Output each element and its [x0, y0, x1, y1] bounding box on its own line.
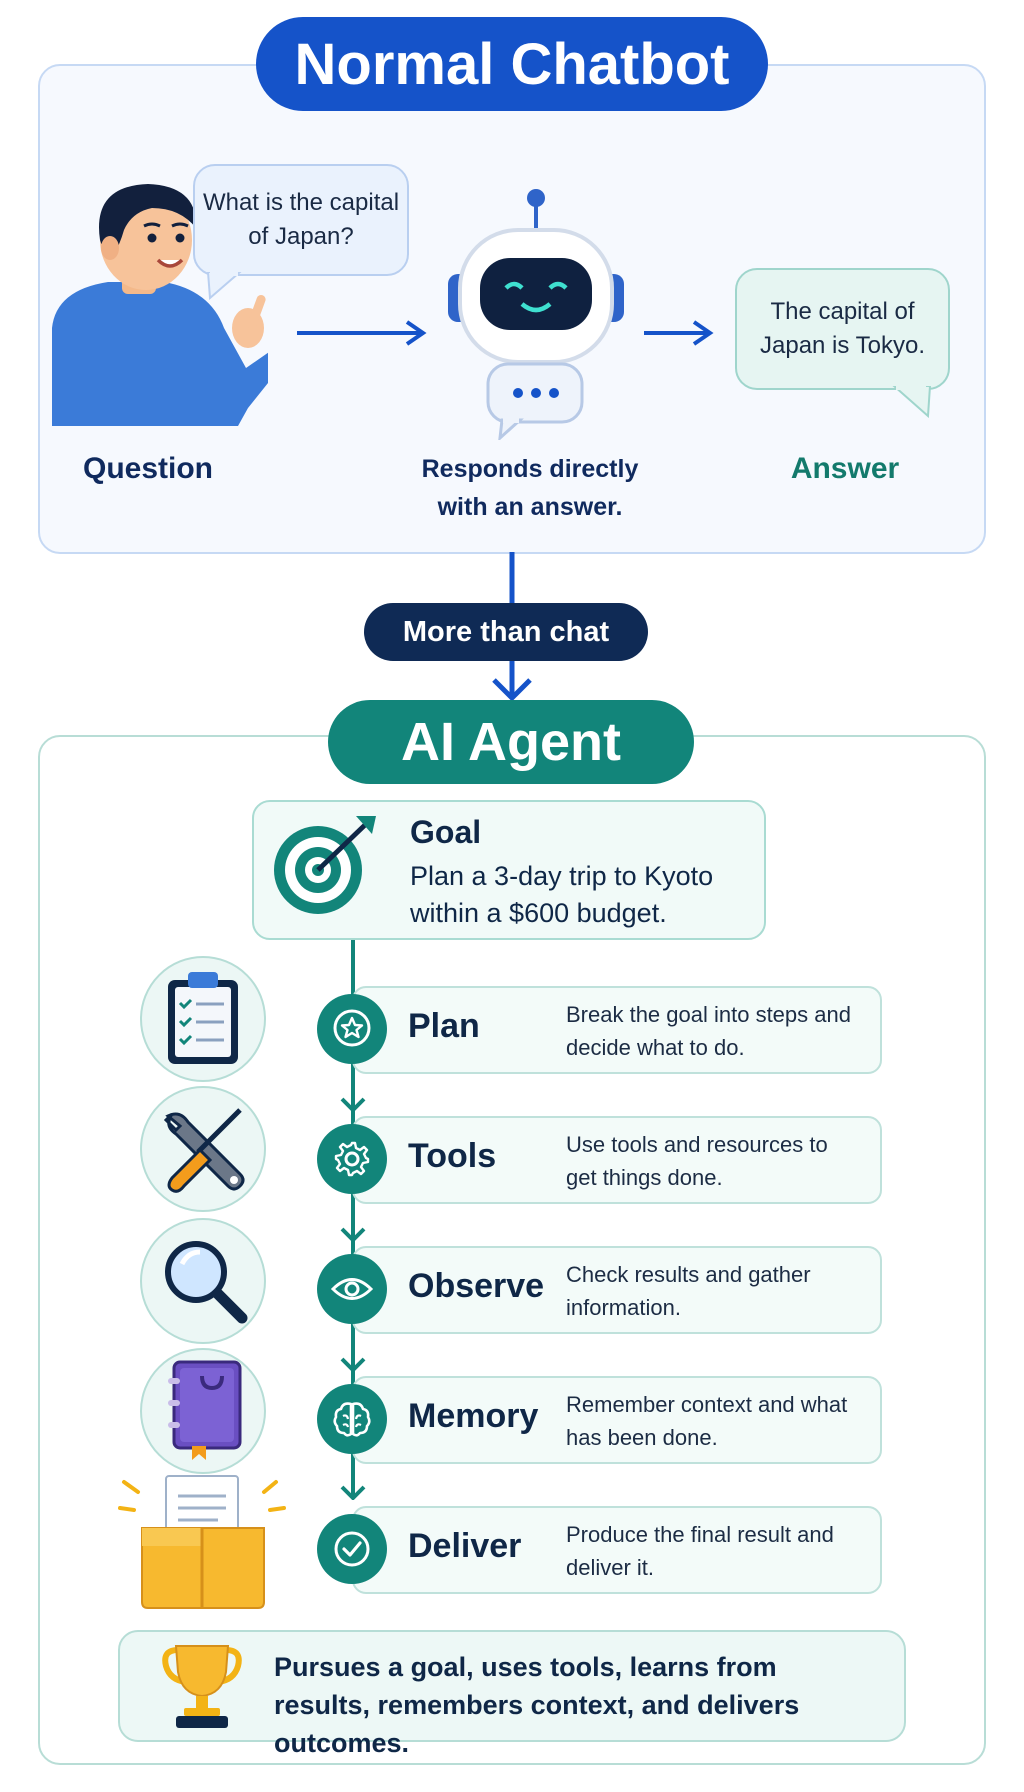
step-title-memory: Memory: [408, 1397, 539, 1435]
step-card-observe: [352, 1246, 882, 1334]
step-desc-memory: Remember context and what has been done.: [566, 1392, 848, 1450]
delivery-box-icon: [118, 1475, 286, 1609]
wrench-screwdriver-icon: [163, 1108, 245, 1193]
answer-bubble-tail: [892, 386, 932, 418]
answer-bubble: The capital of Japan is Tokyo.: [735, 268, 950, 390]
responds-label: Responds directly with an answer.: [421, 455, 639, 521]
agent-title: AI Agent: [328, 700, 694, 784]
goal-title: Goal: [410, 814, 482, 850]
answer-label: Answer: [790, 452, 900, 485]
more-than-chat-label: More than chat: [364, 603, 648, 661]
question-label: Question: [82, 452, 213, 485]
brain-icon: [333, 1402, 371, 1437]
step-title-plan: Plan: [408, 1007, 480, 1045]
summary-text: Pursues a goal, uses tools, learns from …: [274, 1652, 800, 1758]
step-icon-plan: [317, 994, 387, 1064]
eye-icon: [331, 1278, 373, 1300]
robot-icon: [448, 189, 624, 364]
step-card-tools: [352, 1116, 882, 1204]
trophy-icon: [162, 1645, 242, 1728]
step-icon-deliver: [317, 1514, 387, 1584]
step-desc-tools: Use tools and resources to get things do…: [566, 1132, 828, 1190]
notebook-icon: [168, 1360, 242, 1460]
step-card-deliver: [352, 1506, 882, 1594]
step-icon-observe: [317, 1254, 387, 1324]
question-bubble: What is the capital of Japan?: [193, 164, 409, 276]
chatbot-title: Normal Chatbot: [256, 17, 768, 111]
step-icon-tools: [317, 1124, 387, 1194]
gear-icon: [334, 1141, 370, 1177]
target-icon: [274, 816, 376, 914]
chat-dots-icon: [486, 362, 584, 440]
step-title-deliver: Deliver: [408, 1527, 522, 1565]
step-title-tools: Tools: [408, 1137, 497, 1175]
check-circle-icon: [334, 1531, 370, 1567]
summary-card: [118, 1630, 906, 1742]
step-title-observe: Observe: [408, 1267, 545, 1305]
clipboard-icon: [168, 972, 238, 1064]
step-desc-plan: Break the goal into steps and decide wha…: [566, 1002, 851, 1060]
step-card-memory: [352, 1376, 882, 1464]
magnifier-icon: [165, 1241, 248, 1324]
question-bubble-tail: [206, 272, 242, 300]
arrow-right-icon: [297, 320, 427, 346]
arrow-right-icon: [644, 320, 714, 346]
star-icon: [333, 1009, 371, 1047]
step-desc-observe: Check results and gather information.: [566, 1262, 811, 1320]
goal-text: Plan a 3-day trip to Kyoto within a $600…: [410, 861, 714, 928]
goal-card: [252, 800, 766, 940]
step-desc-deliver: Produce the final result and deliver it.: [566, 1522, 834, 1580]
person-icon: [52, 184, 268, 426]
